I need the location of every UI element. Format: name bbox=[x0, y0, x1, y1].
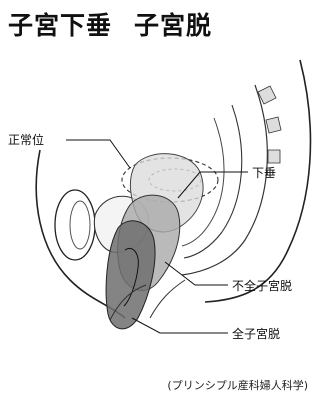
pubic-bone bbox=[55, 190, 95, 260]
leader-complete bbox=[132, 318, 228, 333]
label-normal-position: 正常位 bbox=[8, 131, 44, 148]
vertebra-3 bbox=[268, 150, 280, 163]
leader-incomplete bbox=[165, 262, 228, 285]
leader-normal-position bbox=[66, 140, 130, 168]
vertebra-2 bbox=[266, 117, 281, 133]
label-incomplete-prolapse: 不全子宮脱 bbox=[232, 277, 292, 294]
vaginal-wall-back bbox=[150, 280, 185, 318]
complete-prolapse-uterus bbox=[106, 221, 155, 329]
back-contour bbox=[205, 60, 310, 302]
source-credit: (プリンシプル産科婦人科学) bbox=[167, 377, 308, 393]
label-complete-prolapse: 全子宮脱 bbox=[232, 325, 280, 342]
label-descent: 下垂 bbox=[252, 164, 276, 181]
